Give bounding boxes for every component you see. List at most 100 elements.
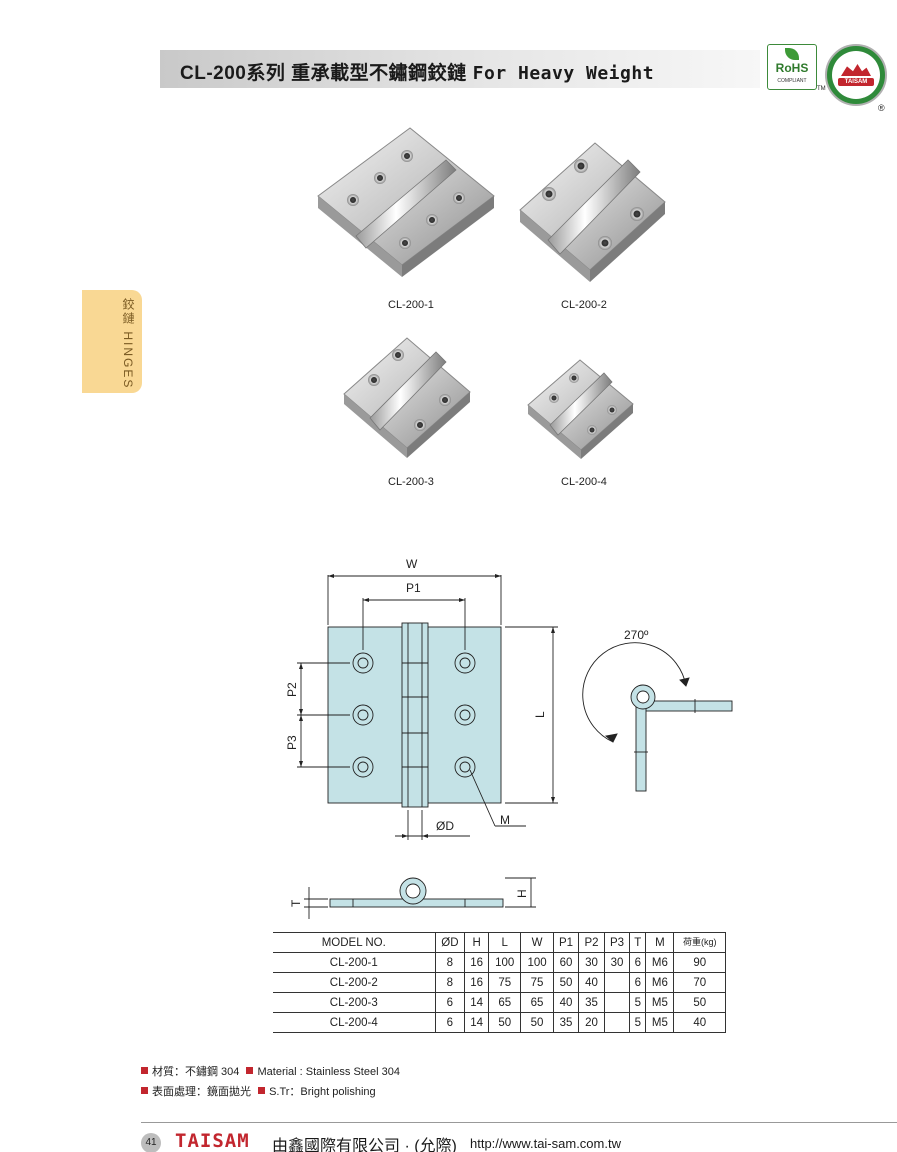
header-bar xyxy=(160,50,760,88)
col-header: L xyxy=(488,932,522,953)
spec-cell: M6 xyxy=(645,952,675,973)
spec-cell: 6 xyxy=(434,1012,466,1033)
col-header: H xyxy=(464,932,490,953)
product-caption: CL-200-4 xyxy=(561,476,607,488)
spec-cell: 50 xyxy=(673,992,726,1013)
spec-cell: 16 xyxy=(464,952,490,973)
page-number: 41 xyxy=(141,1133,161,1152)
spec-cell: 60 xyxy=(552,952,580,973)
spec-cell: 100 xyxy=(488,952,522,973)
spec-cell: 8 xyxy=(434,972,466,993)
rohs-badge: RoHS COMPLIANT xyxy=(767,44,817,90)
page-title-zh: CL-200系列 重承載型不鏽鋼鉸鏈 xyxy=(180,63,467,84)
spec-cell: 90 xyxy=(673,952,726,973)
mounting-holes xyxy=(352,652,476,778)
spec-cell: 16 xyxy=(464,972,490,993)
spec-cell: 75 xyxy=(520,972,554,993)
dim-label-t: T xyxy=(289,899,303,907)
spec-cell xyxy=(603,972,631,993)
footer-divider xyxy=(141,1122,897,1123)
footer-company-name: 由鑫國際有限公司 · (允際) xyxy=(272,1138,457,1152)
col-header: P1 xyxy=(552,932,580,953)
spec-cell: 30 xyxy=(578,952,605,973)
spec-cell: 35 xyxy=(578,992,605,1013)
page-title-en: For Heavy Weight xyxy=(472,63,655,84)
category-tab[interactable]: 鉸鏈 HINGES xyxy=(82,290,142,393)
product-photo-cl-200-2 xyxy=(519,142,666,282)
col-header-load: 荷重(kg) xyxy=(673,932,726,953)
spec-cell: 50 xyxy=(552,972,580,993)
spec-cell: 5 xyxy=(629,1012,647,1033)
model-cell: CL-200-2 xyxy=(273,972,436,993)
col-header: MODEL NO. xyxy=(273,932,436,953)
spec-cell: 6 xyxy=(629,952,647,973)
spec-cell: 40 xyxy=(578,972,605,993)
product-photo-cl-200-4 xyxy=(527,359,634,459)
spec-cell: 6 xyxy=(434,992,466,1013)
spec-cell: 20 xyxy=(578,1012,605,1033)
dim-label-od: ØD xyxy=(436,819,454,833)
rohs-label: RoHS xyxy=(775,61,809,75)
front-view-drawing xyxy=(297,575,558,840)
product-caption: CL-200-1 xyxy=(388,299,434,311)
spec-cell: 14 xyxy=(464,1012,490,1033)
spec-cell: M5 xyxy=(645,992,675,1013)
spec-cell: 65 xyxy=(520,992,554,1013)
footer-brand-logo: TAISAM xyxy=(175,1130,250,1152)
rotation-view-drawing xyxy=(582,642,733,792)
col-header: M xyxy=(645,932,675,953)
note-line: 表面處理：鏡面拋光 S.Tr：Bright polishing xyxy=(141,1082,400,1102)
spec-table: MODEL NO. ØD H L W P1 P2 P3 T M 荷重(kg) C… xyxy=(273,932,726,1033)
rohs-sub-label: COMPLIANT xyxy=(777,78,807,84)
spec-cell: 30 xyxy=(603,952,631,973)
spec-cell: 70 xyxy=(673,972,726,993)
col-header: ØD xyxy=(434,932,466,953)
footer-url-link[interactable]: http://www.tai-sam.com.tw xyxy=(470,1136,621,1151)
spec-cell: 35 xyxy=(552,1012,580,1033)
product-photo-cl-200-3 xyxy=(343,337,471,458)
spec-cell: 40 xyxy=(673,1012,726,1033)
spec-cell: 8 xyxy=(434,952,466,973)
dim-label-p3: P3 xyxy=(285,735,299,750)
taisam-logo: TAISAM xyxy=(825,44,887,106)
spec-cell: 50 xyxy=(488,1012,522,1033)
product-caption: CL-200-3 xyxy=(388,476,434,488)
product-caption: CL-200-2 xyxy=(561,299,607,311)
model-cell: CL-200-3 xyxy=(273,992,436,1013)
logo-wordmark: TAISAM xyxy=(838,78,874,86)
leaf-icon xyxy=(785,48,799,60)
col-header: W xyxy=(520,932,554,953)
spec-cell: 65 xyxy=(488,992,522,1013)
spec-cell: 5 xyxy=(629,992,647,1013)
dim-label-p2: P2 xyxy=(285,682,299,697)
material-notes: 材質：不鏽鋼 304 Material : Stainless Steel 30… xyxy=(141,1062,400,1102)
dim-label-p1: P1 xyxy=(406,581,421,595)
trademark-mark: TM xyxy=(817,86,826,92)
spec-cell xyxy=(603,992,631,1013)
col-header: P3 xyxy=(603,932,631,953)
spec-cell: 50 xyxy=(520,1012,554,1033)
col-header: T xyxy=(629,932,647,953)
angle-label: 270º xyxy=(624,628,649,642)
spec-cell: M5 xyxy=(645,1012,675,1033)
product-photo-cl-200-1 xyxy=(317,127,495,277)
spec-cell xyxy=(603,1012,631,1033)
model-cell: CL-200-4 xyxy=(273,1012,436,1033)
dim-label-w: W xyxy=(406,557,418,571)
side-view-drawing xyxy=(304,877,536,919)
table-header-row: MODEL NO. ØD H L W P1 P2 P3 T M 荷重(kg) xyxy=(273,932,726,953)
dim-label-l: L xyxy=(533,711,547,718)
spec-cell: 6 xyxy=(629,972,647,993)
arrowheads xyxy=(299,574,555,838)
spec-cell: 14 xyxy=(464,992,490,1013)
model-cell: CL-200-1 xyxy=(273,952,436,973)
dim-label-m: M xyxy=(500,813,510,827)
col-header: P2 xyxy=(578,932,605,953)
dim-label-h: H xyxy=(515,889,529,898)
registered-mark: ® xyxy=(878,103,885,113)
